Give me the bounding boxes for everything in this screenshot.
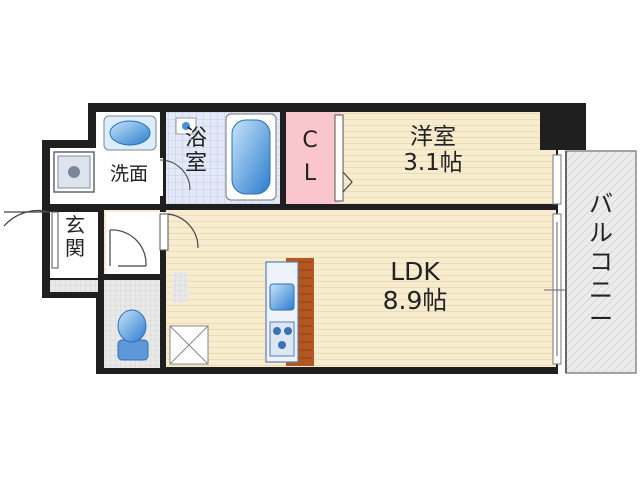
ldk-label: LDK 8.9帖	[382, 257, 448, 315]
western-room-floor	[340, 112, 556, 204]
washing-machine-pan	[53, 151, 95, 193]
entrance-step	[50, 280, 98, 292]
shower-fixture	[175, 117, 197, 135]
doors	[3, 114, 572, 365]
closet-label: C L	[302, 128, 318, 186]
bathroom-label: 浴 室	[184, 126, 207, 177]
washroom-label: 洗面	[109, 163, 148, 185]
refrigerator-space	[169, 325, 209, 365]
pipe-space	[172, 272, 188, 302]
balcony-label: バ ル コ ニ ー	[589, 190, 613, 334]
kitchen-counter	[265, 258, 314, 366]
western-room-label: 洋室 3.1帖	[403, 124, 463, 177]
washbasin	[103, 115, 157, 151]
entrance-label: 玄 関	[65, 213, 85, 260]
bathtub	[225, 113, 277, 201]
balcony	[565, 150, 637, 374]
closet-floor	[286, 112, 340, 204]
toilet	[117, 309, 149, 361]
hallway-floor	[106, 212, 162, 278]
